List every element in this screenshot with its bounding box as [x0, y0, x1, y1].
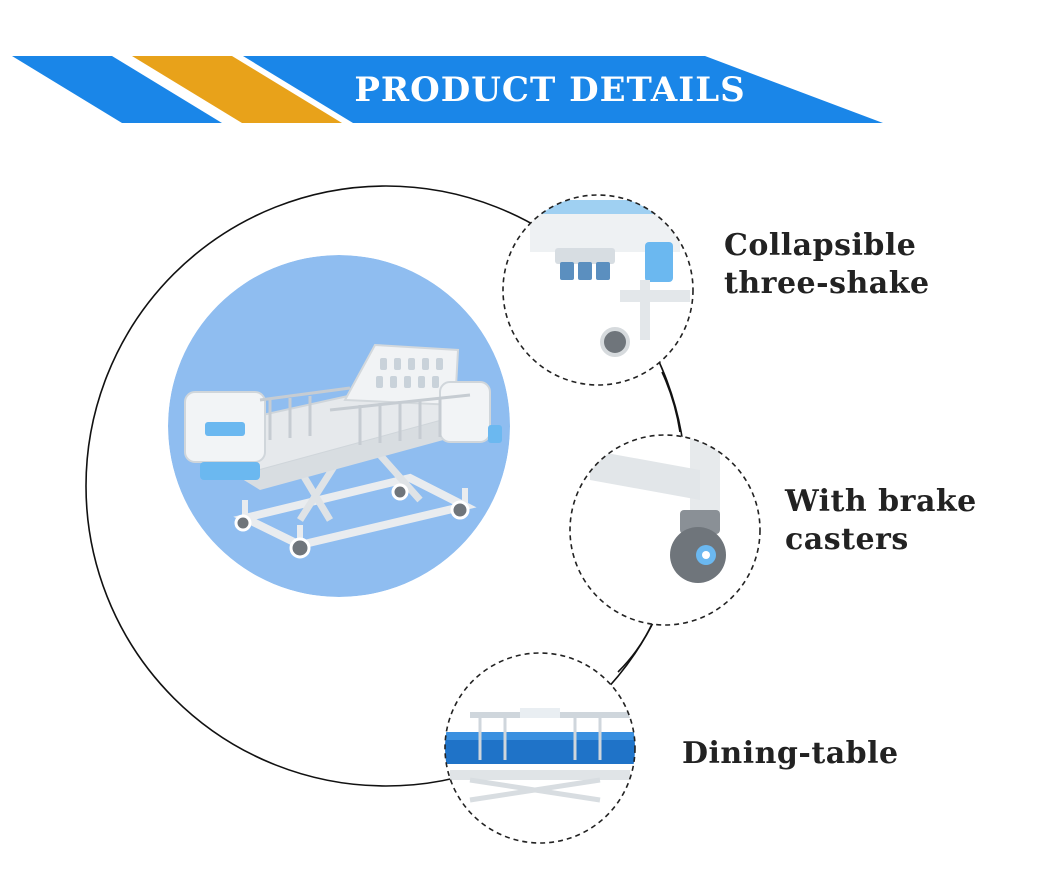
detail-dining-image: [444, 652, 636, 844]
feature-label-collapsible: Collapsible three-shake: [724, 227, 930, 303]
feature-label-brake: With brake casters: [785, 483, 977, 559]
detail-brake-image: [569, 434, 761, 626]
banner-title: PRODUCT DETAILS: [354, 70, 746, 110]
detail-collapsible-image: [502, 194, 694, 386]
banner: [12, 56, 883, 123]
connector-line-2: [617, 623, 653, 673]
feature-label-line: With brake: [785, 484, 977, 519]
banner-stripe-orange: [132, 56, 342, 123]
banner-stripe-blue-left: [12, 56, 222, 123]
feature-label-line: Collapsible: [724, 228, 917, 263]
feature-label-line: casters: [785, 522, 909, 557]
feature-label-dining: Dining-table: [682, 735, 899, 773]
feature-label-line: Dining-table: [682, 736, 899, 771]
connector-line-1: [661, 371, 681, 433]
banner-stripe-blue-main: [243, 56, 883, 123]
feature-label-line: three-shake: [724, 266, 930, 301]
main-product-image: [168, 255, 510, 597]
